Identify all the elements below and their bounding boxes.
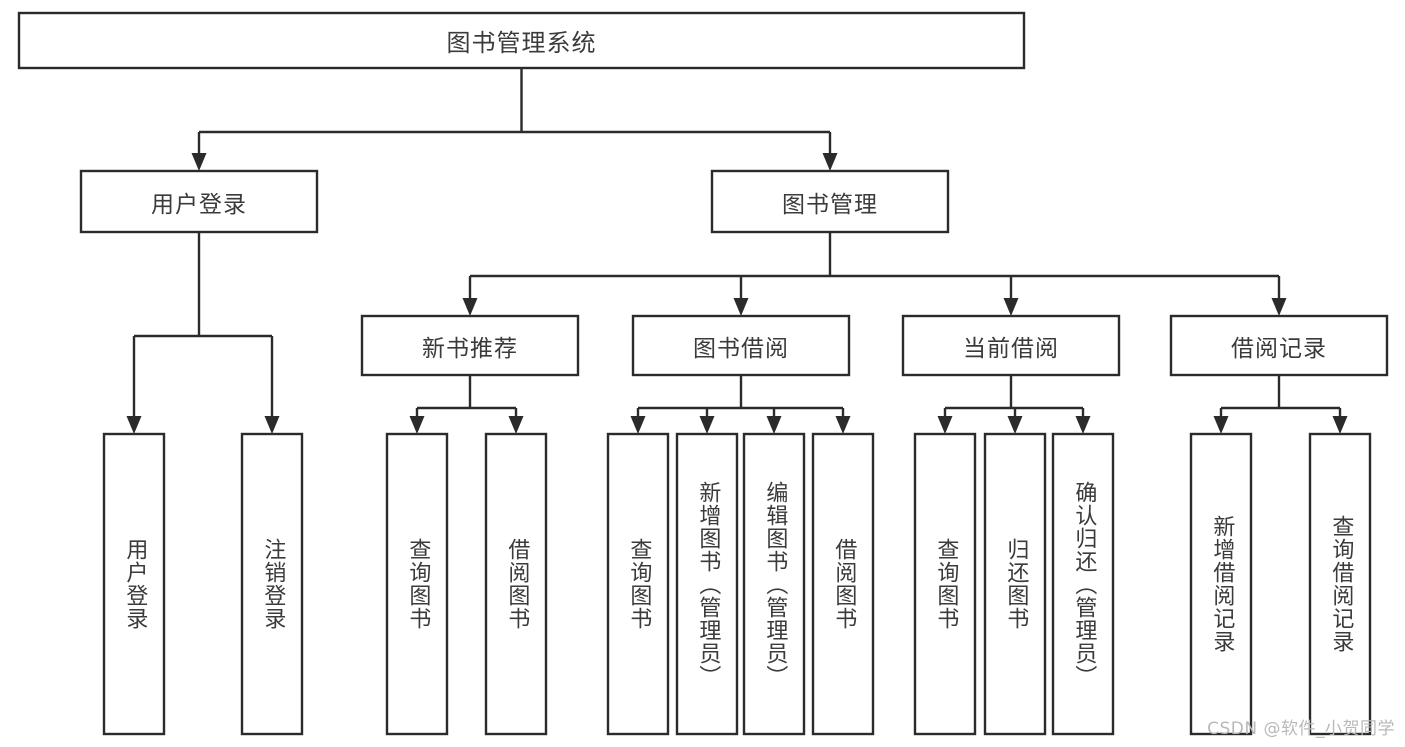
node-box-leaf-add-book[interactable] <box>675 432 739 736</box>
arrow-head-borrow-record <box>1271 298 1287 316</box>
arrow-head-leaf-add-record <box>1213 416 1229 434</box>
node-box-leaf-query-record[interactable] <box>1308 432 1372 736</box>
node-box-current-borrow[interactable] <box>901 314 1121 377</box>
arrow-head-leaf-edit-book <box>766 416 782 434</box>
node-box-leaf-return-book[interactable] <box>983 432 1047 736</box>
node-box-leaf-borrow-book-1[interactable] <box>484 432 548 736</box>
arrow-head-leaf-query-record <box>1332 416 1348 434</box>
node-box-leaf-borrow-book-2[interactable] <box>811 432 875 736</box>
node-box-leaf-query-book-2[interactable] <box>606 432 670 736</box>
node-box-book-manage[interactable] <box>710 169 950 234</box>
arrow-head-leaf-borrow-book-1 <box>508 416 524 434</box>
node-box-leaf-confirm-return[interactable] <box>1051 432 1115 736</box>
arrow-head-book-borrow <box>733 298 749 316</box>
arrow-head-current-borrow <box>1003 298 1019 316</box>
node-box-leaf-user-login[interactable] <box>102 432 166 736</box>
node-box-borrow-record[interactable] <box>1169 314 1389 377</box>
node-box-book-borrow[interactable] <box>631 314 851 377</box>
arrow-head-leaf-query-book-2 <box>630 416 646 434</box>
arrow-head-leaf-add-book <box>699 416 715 434</box>
arrow-head-leaf-user-login <box>126 416 142 434</box>
node-box-leaf-add-record[interactable] <box>1189 432 1253 736</box>
connector-layer <box>126 68 1348 434</box>
arrow-head-new-book-rec <box>462 298 478 316</box>
node-box-user-login[interactable] <box>79 169 319 234</box>
arrow-head-leaf-query-book-3 <box>937 416 953 434</box>
arrow-head-leaf-logout <box>264 416 280 434</box>
arrow-head-leaf-borrow-book-2 <box>835 416 851 434</box>
node-box-root[interactable] <box>17 11 1026 70</box>
node-box-leaf-logout[interactable] <box>240 432 304 736</box>
node-box-leaf-edit-book[interactable] <box>742 432 806 736</box>
arrow-head-leaf-return-book <box>1007 416 1023 434</box>
arrow-head-leaf-query-book-1 <box>409 416 425 434</box>
node-box-new-book-rec[interactable] <box>360 314 580 377</box>
arrow-head-book-manage <box>822 153 838 171</box>
arrow-head-user-login <box>191 153 207 171</box>
arrow-head-leaf-confirm-return <box>1075 416 1091 434</box>
node-layer <box>17 11 1389 736</box>
node-box-leaf-query-book-3[interactable] <box>913 432 977 736</box>
watermark-text: CSDN @软件_小贺同学 <box>1207 719 1395 739</box>
node-box-leaf-query-book-1[interactable] <box>385 432 449 736</box>
